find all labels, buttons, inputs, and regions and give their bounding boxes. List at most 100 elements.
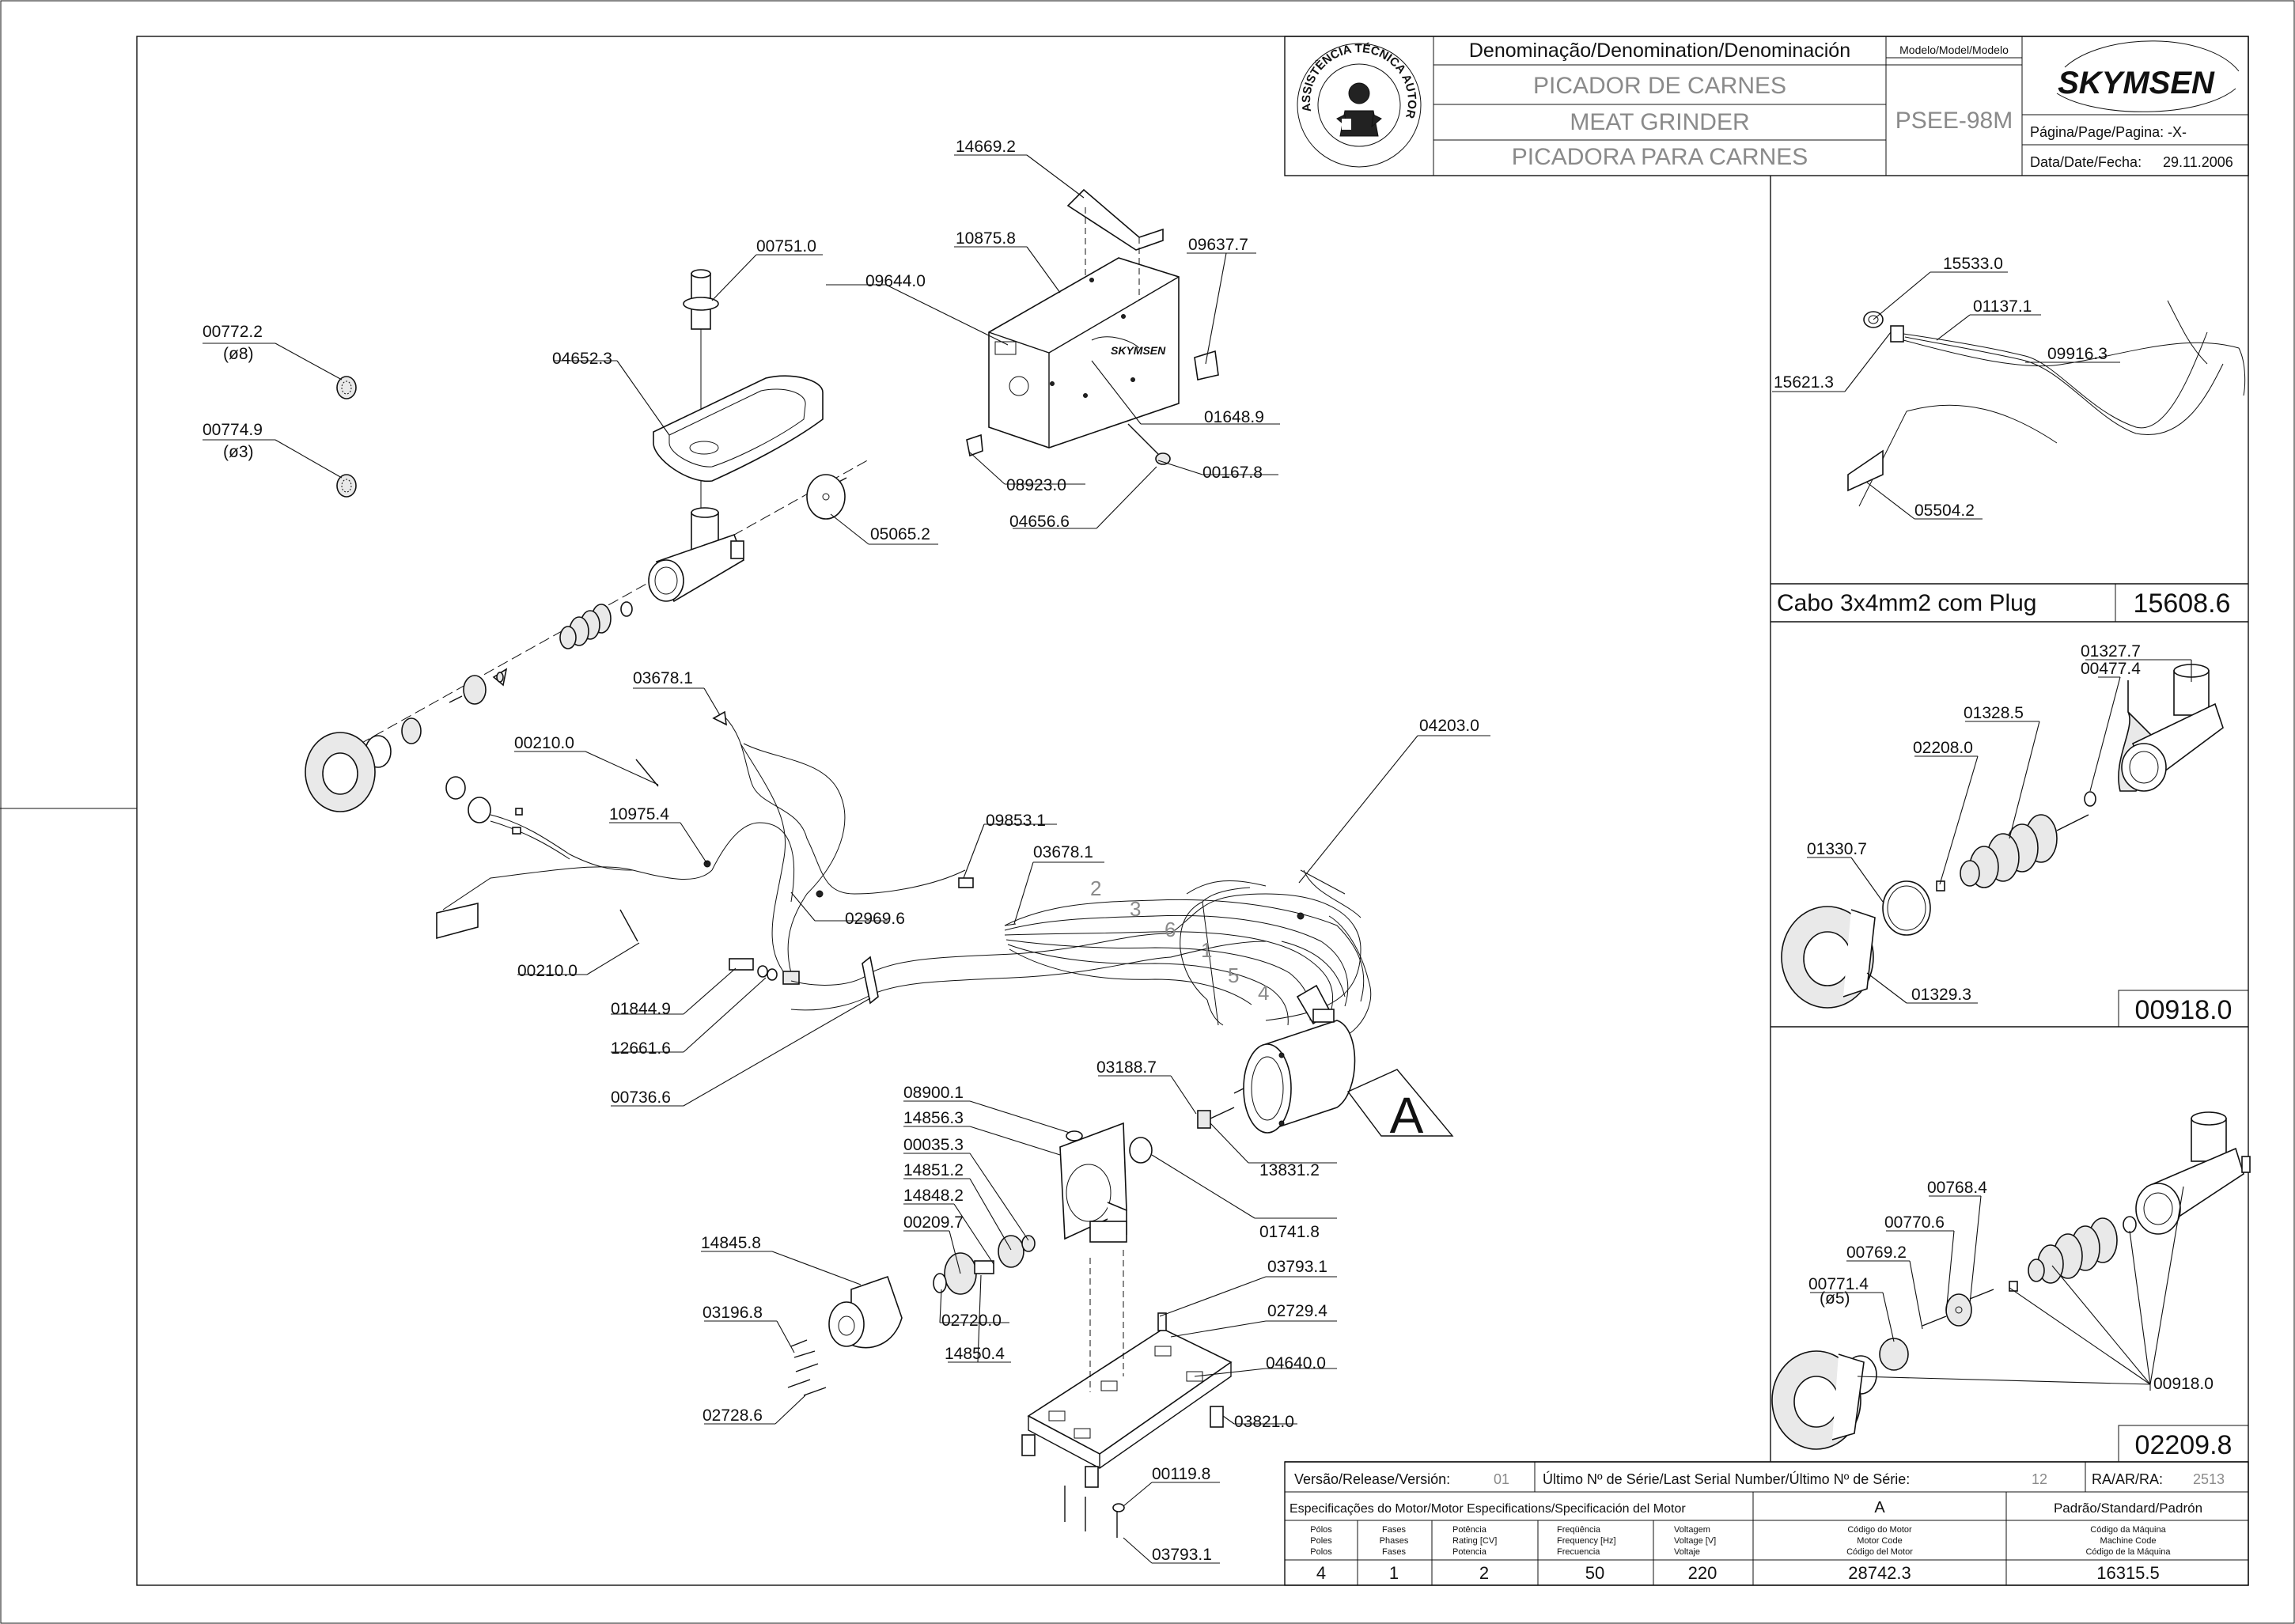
part-label: 00210.0 (517, 962, 578, 980)
part-label: 01329.3 (1911, 986, 1971, 1004)
part-label: 00167.8 (1202, 464, 1263, 482)
kit-panel-02209: 00768.4 00770.6 00769.2 00771.4 (ø5) 009… (1771, 1111, 2251, 1460)
plate-8mm (336, 376, 357, 399)
cable-caption: Cabo 3x4mm2 com Plug (1777, 590, 2036, 616)
date-value: 29.11.2006 (2163, 154, 2233, 170)
page-label: Página/Page/Pagina: (2030, 124, 2164, 140)
part-label: 14669.2 (956, 138, 1016, 156)
part-label: 00769.2 (1846, 1244, 1907, 1262)
header-voltage: Voltage [V] (1674, 1536, 1716, 1546)
header-motor-code: Motor Code (1857, 1536, 1902, 1546)
auger-screw (2028, 1217, 2118, 1284)
header-poles: Poles (1310, 1536, 1332, 1546)
value-phases: 1 (1389, 1563, 1399, 1583)
part-label: 03793.1 (1152, 1546, 1212, 1564)
clip-08923 (966, 433, 983, 457)
motor-wire-bundle (790, 869, 1372, 1037)
part-label: 03678.1 (1033, 843, 1093, 861)
part-label: 01327.7 (2081, 642, 2141, 661)
header-poles: Polos (1310, 1547, 1332, 1557)
value-motor-code: 28742.3 (1848, 1563, 1911, 1583)
value-voltage: 220 (1688, 1563, 1717, 1583)
part-label: 08900.1 (903, 1084, 964, 1102)
part-label: (ø3) (223, 443, 254, 461)
switch-assembly (729, 958, 800, 985)
version-label: Versão/Release/Versión: (1294, 1471, 1450, 1487)
wire-numbers: 2 3 6 1 5 4 (1090, 876, 1269, 1005)
model-value: PSEE-98M (1895, 108, 2013, 134)
part-label: 04656.6 (1009, 513, 1070, 531)
part-labels: 14669.2 10875.8 00751.0 09644.0 09637.7 … (203, 138, 1479, 1564)
front-nut (305, 732, 376, 812)
part-label: 09637.7 (1188, 236, 1248, 254)
wire-number: 4 (1258, 981, 1269, 1005)
part-label: 03793.1 (1267, 1258, 1327, 1276)
part-label: 10975.4 (609, 805, 669, 823)
serial-value: 12 (2032, 1471, 2047, 1487)
value-frequency: 50 (1585, 1563, 1604, 1583)
part-label: 00771.4 (1808, 1275, 1869, 1293)
label-plate (1194, 350, 1219, 380)
part-label: (ø8) (223, 345, 254, 363)
detail-letter: A (1390, 1087, 1424, 1144)
part-label: 00119.8 (1152, 1465, 1210, 1483)
top-bracket (1066, 188, 1164, 301)
screws-left (787, 1339, 827, 1396)
part-label: 01330.7 (1807, 840, 1867, 858)
part-label: 03821.0 (1234, 1413, 1294, 1431)
header-rating: Potência (1452, 1525, 1487, 1535)
part-label: 00774.9 (203, 421, 263, 439)
ra-label: RA/AR/RA: (2092, 1471, 2163, 1487)
pusher (683, 269, 719, 522)
part-label: 15533.0 (1943, 255, 2003, 273)
washer (620, 601, 633, 617)
part-label: 01741.8 (1259, 1223, 1320, 1241)
header-phases: Fases (1382, 1547, 1406, 1557)
kit-code: 00918.0 (2135, 995, 2233, 1025)
authorized-service-seal: ASSISTÊNCIA TÉCNICA AUTORIZADA (0, 0, 1422, 168)
part-label: 09853.1 (986, 812, 1046, 830)
part-label: 09644.0 (865, 272, 926, 290)
part-label: 14848.2 (903, 1187, 964, 1205)
blade (492, 668, 508, 687)
date-label: Data/Date/Fecha: (2030, 154, 2142, 170)
part-label: 00736.6 (611, 1088, 671, 1107)
seal-disc-05065 (806, 474, 846, 520)
part-label: 10875.8 (956, 229, 1016, 248)
version-value: 01 (1494, 1471, 1509, 1487)
wire-harness (442, 710, 1017, 982)
part-label: 12661.6 (611, 1039, 671, 1058)
part-label: 04652.3 (552, 350, 612, 368)
kit-code: 02209.8 (2135, 1430, 2233, 1460)
feed-tray (653, 375, 824, 483)
plate (401, 717, 422, 744)
model-header: Modelo/Model/Modelo (1899, 44, 2009, 56)
coupling-13831 (1197, 1107, 1235, 1129)
plate (463, 675, 487, 705)
product-name-es: PICADORA PARA CARNES (1512, 144, 1808, 170)
oring-01741 (1129, 1137, 1153, 1164)
header-rating: Rating [CV] (1452, 1536, 1497, 1546)
part-label: 09916.3 (2047, 345, 2108, 363)
front-ring-nut (1781, 906, 1876, 1009)
part-label: 04640.0 (1266, 1354, 1326, 1372)
header-rating: Potencia (1452, 1547, 1487, 1557)
motor-spec-block: Versão/Release/Versión: 01 Último Nº de … (1284, 1461, 2249, 1586)
grinder-body (648, 507, 744, 603)
title-block: ASSISTÊNCIA TÉCNICA AUTORIZADA Denominaç… (0, 0, 2249, 176)
grinder-body (2135, 1111, 2251, 1235)
part-label: 05504.2 (1914, 502, 1975, 520)
ra-value: 2513 (2193, 1471, 2225, 1487)
value-rating: 2 (1479, 1563, 1489, 1583)
housing-brand-text: SKYMSEN (1111, 344, 1166, 357)
spec-headers: Pólos Poles Polos Fases Phases Fases Pot… (1310, 1525, 2171, 1557)
right-panels-frame (1285, 176, 2249, 1463)
part-label: 02729.4 (1267, 1302, 1327, 1320)
part-label: (ø5) (1820, 1289, 1850, 1308)
motor-spec-label: Especificações do Motor/Motor Especifica… (1290, 1502, 1686, 1516)
value-poles: 4 (1316, 1563, 1326, 1583)
header-frequency: Frequency [Hz] (1557, 1536, 1616, 1546)
part-label: 02728.6 (703, 1406, 763, 1425)
header-frequency: Freqüência (1557, 1525, 1601, 1535)
